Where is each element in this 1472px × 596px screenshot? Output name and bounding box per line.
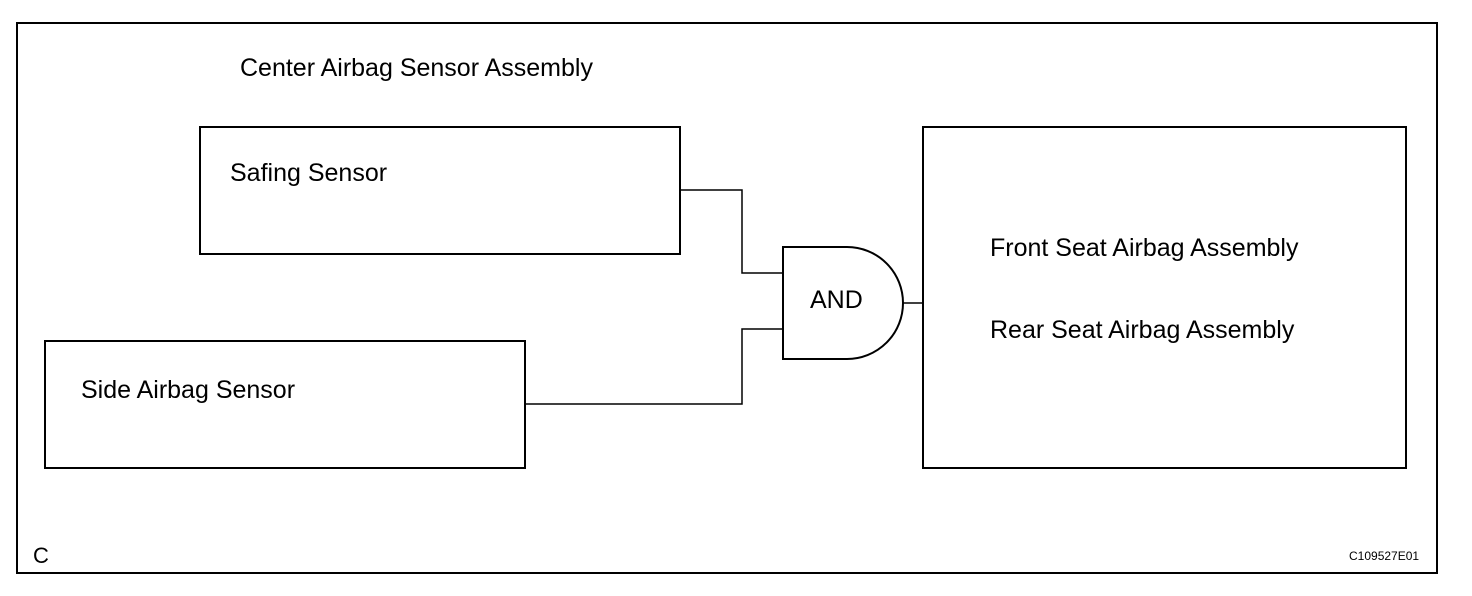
side-airbag-sensor-box: Side Airbag Sensor (44, 340, 526, 469)
airbag-assembly-box: Front Seat Airbag Assembly Rear Seat Air… (922, 126, 1407, 469)
and-gate-label: AND (810, 286, 863, 314)
side-airbag-sensor-label: Side Airbag Sensor (81, 376, 296, 404)
rear-seat-airbag-label: Rear Seat Airbag Assembly (990, 316, 1295, 344)
assembly-title: Center Airbag Sensor Assembly (240, 54, 593, 82)
front-seat-airbag-label: Front Seat Airbag Assembly (990, 234, 1299, 262)
diagram-frame (16, 22, 1438, 574)
figure-code: C109527E01 (1349, 549, 1420, 563)
safing-sensor-box: Safing Sensor (199, 126, 681, 255)
safing-sensor-label: Safing Sensor (230, 159, 388, 187)
corner-letter: C (33, 543, 49, 568)
